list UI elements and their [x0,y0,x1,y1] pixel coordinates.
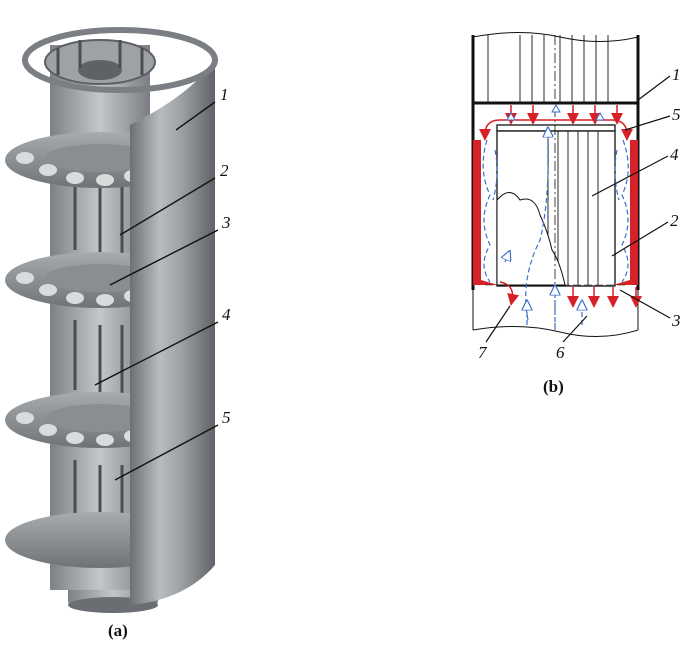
callout-b-7: 7 [478,343,488,362]
leaders-a [94,101,219,481]
top-rim [22,27,218,93]
top-slots [56,40,144,75]
callout-b-2: 2 [670,211,679,230]
figure-a-render [5,27,219,613]
red-flow-exit [499,281,520,306]
outer-shell [130,60,215,605]
callout-b-5: 5 [672,105,681,124]
caption-b: (b) [543,377,564,396]
break-bottom [472,325,639,338]
deflector [496,124,616,132]
caption-a: (a) [108,621,128,640]
leaders-b [485,75,671,343]
callout-a-4: 4 [222,305,231,324]
figure-b-schematic [471,32,671,343]
blue-triangles-top [506,103,605,121]
red-flow-left [479,119,555,141]
upper-tubes [487,35,609,102]
callout-a-3: 3 [221,213,231,232]
top-center-hole [78,60,122,80]
red-arrows-bottom [567,287,642,308]
blue-flow [482,132,629,330]
callout-b-6: 6 [556,343,565,362]
callout-b-4: 4 [670,145,679,164]
break-top [472,32,639,42]
callout-a-2: 2 [220,161,229,180]
red-flow-right [555,119,633,141]
basket-tubes [547,131,599,285]
callout-a-1: 1 [220,85,229,104]
callout-b-1: 1 [672,65,681,84]
cutaway [496,192,566,286]
callout-a-5: 5 [222,408,231,427]
callout-b-3: 3 [671,311,681,330]
insulation-right [613,140,638,285]
insulation-left [473,140,498,285]
